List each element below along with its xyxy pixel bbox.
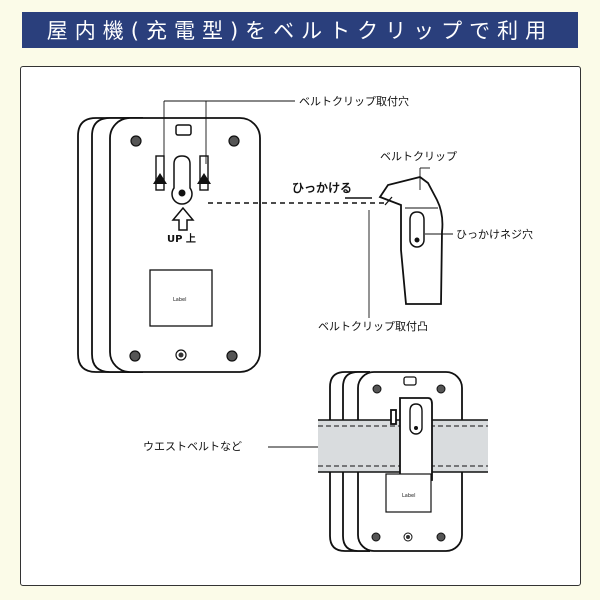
belt-clip-boss-label: ベルトクリップ取付凸 — [318, 320, 428, 333]
top-slot — [175, 124, 192, 136]
device-back-view — [77, 117, 261, 373]
belt-clip-label: ベルトクリップ — [380, 150, 457, 163]
device-label-text: Label — [173, 297, 187, 303]
keyhole — [171, 155, 193, 205]
hole-leader-lines — [163, 100, 295, 164]
clip-leader-lines — [368, 167, 453, 318]
device-label-text-small: Label — [402, 493, 416, 499]
hook-screw-hole-label: ひっかけネジ穴 — [456, 228, 533, 241]
corner-screws — [129, 135, 240, 362]
device-label-box — [149, 269, 213, 327]
clip-screw-slot — [409, 211, 425, 248]
page-title: 屋内機(充電型)をベルトクリップで利用 — [22, 12, 578, 48]
up-arrow-icon — [171, 206, 195, 231]
waist-belt-label: ウエストベルトなど — [143, 440, 242, 453]
up-label: UP 上 — [167, 234, 196, 245]
hook-label: ひっかける — [292, 181, 353, 195]
clip-hole-arrows — [153, 173, 211, 184]
bottom-screw — [175, 349, 187, 361]
device-label-box-small — [385, 473, 432, 513]
belt-clip-hole-label: ベルトクリップ取付穴 — [299, 95, 409, 108]
